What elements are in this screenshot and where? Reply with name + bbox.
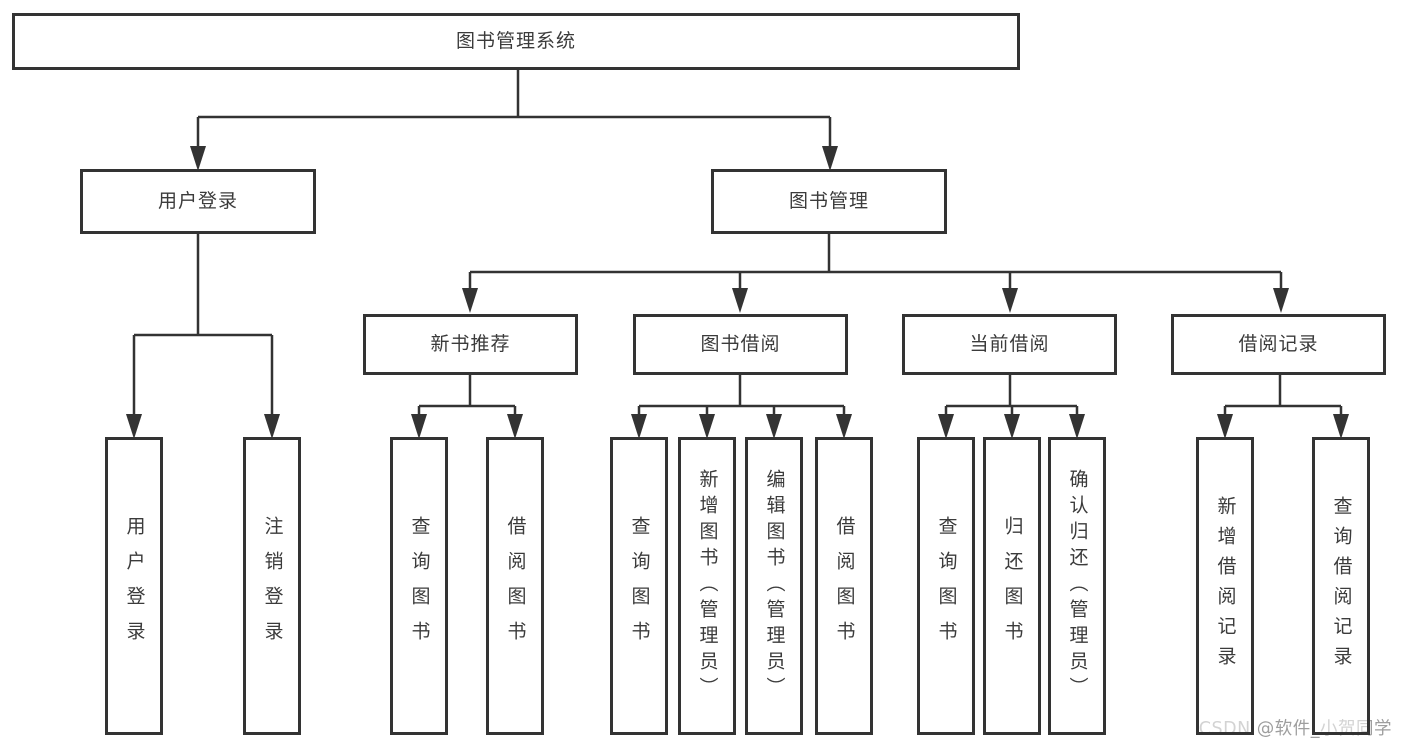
arrow-head bbox=[462, 288, 478, 313]
node-current-borrowing: 当前借阅 bbox=[902, 314, 1117, 375]
arrow-head bbox=[699, 414, 715, 439]
leaf-bb-edit-books-admin: 编辑图书（管理员） bbox=[745, 437, 803, 735]
node-new-book-recommendation: 新书推荐 bbox=[363, 314, 578, 375]
tree-edges bbox=[132, 70, 1343, 418]
leaf-cb-confirm-return-admin: 确认归还（管理员） bbox=[1048, 437, 1106, 735]
arrow-head bbox=[411, 414, 427, 439]
arrow-head bbox=[190, 146, 206, 171]
leaf-user-login: 用户登录 bbox=[105, 437, 163, 735]
leaf-cb-return-books: 归还图书 bbox=[983, 437, 1041, 735]
arrow-heads bbox=[126, 146, 1349, 439]
leaf-label: 查询图书 bbox=[628, 516, 651, 656]
arrow-head bbox=[822, 146, 838, 171]
arrow-head bbox=[732, 288, 748, 313]
node-label: 用户登录 bbox=[157, 190, 238, 212]
leaf-logout: 注销登录 bbox=[243, 437, 301, 735]
arrow-head bbox=[1273, 288, 1289, 313]
leaf-bb-query-books: 查询图书 bbox=[610, 437, 668, 735]
arrow-head bbox=[1333, 414, 1349, 439]
leaf-br-add-record: 新增借阅记录 bbox=[1196, 437, 1254, 735]
leaf-nbr-query-books: 查询图书 bbox=[390, 437, 448, 735]
leaf-label: 新增借阅记录 bbox=[1214, 496, 1237, 676]
node-label: 图书管理系统 bbox=[455, 30, 576, 52]
node-label: 当前借阅 bbox=[969, 333, 1050, 355]
arrow-head bbox=[126, 414, 142, 439]
leaf-label: 借阅图书 bbox=[504, 516, 527, 656]
arrow-head bbox=[631, 414, 647, 439]
node-borrowing-records: 借阅记录 bbox=[1171, 314, 1386, 375]
leaf-br-query-record: 查询借阅记录 bbox=[1312, 437, 1370, 735]
node-label: 图书借阅 bbox=[700, 333, 781, 355]
leaf-nbr-borrow-books: 借阅图书 bbox=[486, 437, 544, 735]
arrow-head bbox=[264, 414, 280, 439]
arrow-head bbox=[1217, 414, 1233, 439]
node-book-management: 图书管理 bbox=[711, 169, 947, 234]
node-library-management-system: 图书管理系统 bbox=[12, 13, 1020, 70]
leaf-label: 编辑图书（管理员） bbox=[763, 469, 786, 703]
arrow-head bbox=[766, 414, 782, 439]
leaf-label: 查询图书 bbox=[935, 516, 958, 656]
leaf-label: 借阅图书 bbox=[833, 516, 856, 656]
arrow-head bbox=[1069, 414, 1085, 439]
node-label: 借阅记录 bbox=[1238, 333, 1319, 355]
leaf-cb-query-books: 查询图书 bbox=[917, 437, 975, 735]
node-user-login: 用户登录 bbox=[80, 169, 316, 234]
arrow-head bbox=[938, 414, 954, 439]
leaf-label: 确认归还（管理员） bbox=[1066, 469, 1089, 703]
leaf-label: 查询图书 bbox=[408, 516, 431, 656]
leaf-label: 用户登录 bbox=[123, 516, 146, 656]
node-label: 图书管理 bbox=[788, 190, 869, 212]
arrow-head bbox=[507, 414, 523, 439]
arrow-head bbox=[836, 414, 852, 439]
leaf-label: 注销登录 bbox=[261, 516, 284, 656]
leaf-bb-add-books-admin: 新增图书（管理员） bbox=[678, 437, 736, 735]
leaf-bb-borrow-books: 借阅图书 bbox=[815, 437, 873, 735]
node-book-borrowing: 图书借阅 bbox=[633, 314, 848, 375]
arrow-head bbox=[1002, 288, 1018, 313]
leaf-label: 查询借阅记录 bbox=[1330, 496, 1353, 676]
leaf-label: 归还图书 bbox=[1001, 516, 1024, 656]
arrow-head bbox=[1004, 414, 1020, 439]
leaf-label: 新增图书（管理员） bbox=[696, 469, 719, 703]
node-label: 新书推荐 bbox=[430, 333, 511, 355]
